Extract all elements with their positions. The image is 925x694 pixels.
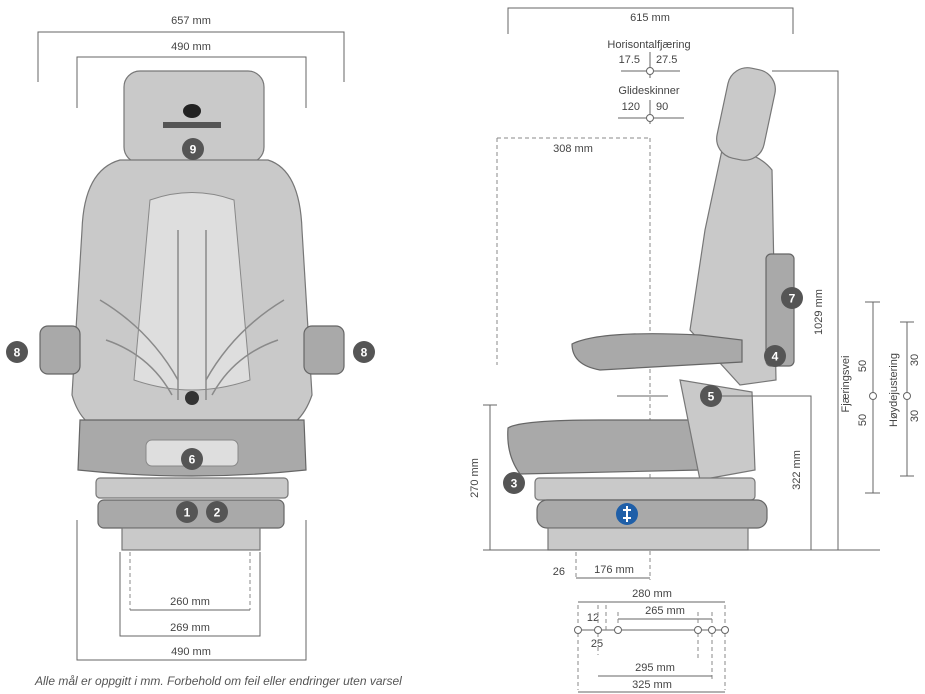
dim-176: 176 mm xyxy=(594,564,634,576)
dim-1029: 1029 mm xyxy=(813,289,825,335)
dim-615: 615 mm xyxy=(630,12,670,24)
dim-line-615 xyxy=(507,7,794,34)
badge-suspension-2: 2 xyxy=(206,501,228,523)
svg-text:5: 5 xyxy=(708,390,715,404)
horizontal-suspension-marker xyxy=(646,67,654,75)
mount-hole-2 xyxy=(594,626,602,634)
backrest-center-panel xyxy=(133,192,251,391)
slide-rails-left: 120 xyxy=(622,101,640,113)
backrest-seam-lower xyxy=(105,339,279,396)
brand-wordmark xyxy=(163,122,221,128)
seat-cushion-side xyxy=(507,419,701,475)
rail-dashes xyxy=(129,552,251,610)
mounting-pattern: 280 mm 265 mm 12 25 295 mm 325 mm xyxy=(574,588,729,693)
suspension-top xyxy=(95,477,289,499)
svg-text:1: 1 xyxy=(184,506,191,520)
dim-490-bottom: 490 mm xyxy=(171,646,211,658)
suspension-travel-marker xyxy=(869,392,877,400)
slide-rails-label: Glideskinner xyxy=(618,85,679,97)
slide-rails-marker xyxy=(646,114,654,122)
dim-269: 269 mm xyxy=(170,622,210,634)
badge-suspension-1: 1 xyxy=(176,501,198,523)
dim-260: 260 mm xyxy=(170,596,210,608)
dim-line-490-bottom xyxy=(76,520,307,661)
svg-text:3: 3 xyxy=(511,477,518,491)
height-adjust-marker xyxy=(903,392,911,400)
brand-logo xyxy=(183,104,201,118)
base-plate-side xyxy=(547,527,749,551)
mount-hole-4 xyxy=(694,626,702,634)
horizontal-suspension-left: 17.5 xyxy=(619,54,640,66)
height-adjust-down: 30 xyxy=(909,410,921,422)
base-plate xyxy=(121,527,261,551)
backrest-seam-diagonal xyxy=(99,299,285,381)
dim-490-top: 490 mm xyxy=(171,41,211,53)
badge-recline-lever: 4 xyxy=(764,345,786,367)
armrest-right[interactable] xyxy=(303,325,345,375)
dim-325: 325 mm xyxy=(632,679,672,691)
front-view: 657 mm 490 mm 260 mm 269 mm 490 m xyxy=(6,15,375,661)
slide-rails-right: 90 xyxy=(656,101,668,113)
recliner-mechanism[interactable] xyxy=(679,379,756,481)
horizontal-suspension-label: Horisontalfjæring xyxy=(607,39,690,51)
svg-text:7: 7 xyxy=(789,292,796,306)
svg-text:6: 6 xyxy=(189,453,196,467)
suspension-travel-label: Fjæringsvei xyxy=(840,356,852,413)
badge-armrest-left: 8 xyxy=(6,341,28,363)
suspension-travel-up: 50 xyxy=(857,360,869,372)
mount-hole-6 xyxy=(721,626,729,634)
dim-25: 25 xyxy=(591,638,603,650)
dim-line-490-top xyxy=(76,56,307,108)
bellows-side xyxy=(536,499,768,529)
dim-270: 270 mm xyxy=(469,458,481,498)
svg-text:8: 8 xyxy=(14,346,21,360)
dim-line-270 xyxy=(483,404,552,551)
dim-line-322 xyxy=(715,395,812,550)
horizontal-suspension-right: 27.5 xyxy=(656,54,677,66)
armrest-side[interactable] xyxy=(571,333,743,371)
dim-line-657 xyxy=(37,31,345,82)
armrest-left[interactable] xyxy=(39,325,81,375)
shock-absorber-icon xyxy=(616,503,638,525)
svg-text:8: 8 xyxy=(361,346,368,360)
badge-slide-lever: 3 xyxy=(503,472,525,494)
suspension-travel-down: 50 xyxy=(857,414,869,426)
dim-280: 280 mm xyxy=(632,588,672,600)
dim-12: 12 xyxy=(587,612,599,624)
badge-recliner: 5 xyxy=(700,385,722,407)
dim-322: 322 mm xyxy=(791,450,803,490)
mount-hole-1 xyxy=(574,626,582,634)
height-adjust-label: Høydejustering xyxy=(888,353,900,427)
dim-line-269 xyxy=(119,552,261,637)
dim-295: 295 mm xyxy=(635,662,675,674)
mount-hole-3 xyxy=(614,626,622,634)
badge-armrest-right: 8 xyxy=(353,341,375,363)
mount-hole-5 xyxy=(708,626,716,634)
base-top-side xyxy=(534,477,756,501)
badge-cushion: 6 xyxy=(181,448,203,470)
footnote: Alle mål er oppgitt i mm. Forbehold om f… xyxy=(35,674,402,688)
dim-26: 26 xyxy=(553,566,565,578)
lumbar-box xyxy=(765,253,795,367)
badge-headrest: 9 xyxy=(182,138,204,160)
side-view: 615 mm Horisontalfjæring 17.5 27.5 Glide… xyxy=(469,7,921,580)
dim-line-1029 xyxy=(772,70,839,550)
dim-657: 657 mm xyxy=(171,15,211,27)
dim-308: 308 mm xyxy=(553,143,593,155)
center-logo xyxy=(185,391,199,405)
svg-text:9: 9 xyxy=(190,143,197,157)
dim-265: 265 mm xyxy=(645,605,685,617)
headrest-side xyxy=(716,67,776,161)
svg-text:2: 2 xyxy=(214,506,221,520)
badge-lumbar: 7 xyxy=(781,287,803,309)
svg-text:4: 4 xyxy=(772,350,779,364)
backrest-seam-vertical xyxy=(177,230,207,400)
height-adjust-up: 30 xyxy=(909,354,921,366)
